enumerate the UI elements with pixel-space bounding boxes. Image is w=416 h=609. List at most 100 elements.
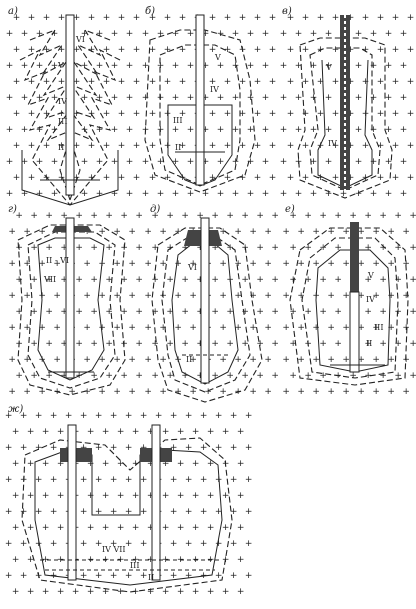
plus-mark: + bbox=[23, 387, 31, 397]
plus-mark: + bbox=[68, 387, 76, 397]
plus-mark: + bbox=[23, 291, 31, 301]
plus-mark: + bbox=[234, 291, 242, 301]
plus-mark: + bbox=[289, 275, 297, 285]
plus-mark: + bbox=[409, 243, 416, 253]
plus-mark: + bbox=[179, 109, 187, 119]
plus-mark: + bbox=[342, 291, 350, 301]
plus-mark: + bbox=[355, 157, 363, 167]
plus-mark: + bbox=[387, 387, 395, 397]
plus-mark: + bbox=[133, 77, 141, 87]
plus-mark: + bbox=[5, 571, 13, 581]
panel-g: г) II - VI VII bbox=[8, 204, 126, 396]
plus-mark: + bbox=[111, 29, 119, 39]
plus-mark: + bbox=[164, 173, 172, 183]
plus-mark: + bbox=[45, 211, 53, 221]
plus-mark: + bbox=[110, 507, 118, 517]
plus-mark: + bbox=[58, 77, 66, 87]
plus-mark: + bbox=[140, 571, 148, 581]
plus-mark: + bbox=[269, 13, 277, 23]
plus-mark: + bbox=[95, 443, 103, 453]
plus-mark: + bbox=[289, 307, 297, 317]
plus-mark: + bbox=[60, 339, 68, 349]
injection-pipe bbox=[349, 291, 360, 373]
plus-mark: + bbox=[297, 387, 305, 397]
plus-mark: + bbox=[280, 29, 288, 39]
plus-mark: + bbox=[387, 259, 395, 269]
plus-mark: + bbox=[6, 93, 14, 103]
plus-mark: + bbox=[142, 93, 150, 103]
plus-mark: + bbox=[362, 45, 370, 55]
plus-mark: + bbox=[287, 109, 295, 119]
plus-mark: + bbox=[57, 587, 65, 597]
zone-label: VI bbox=[75, 35, 85, 44]
plus-mark: + bbox=[222, 427, 230, 437]
plus-mark: + bbox=[177, 459, 185, 469]
plus-mark: + bbox=[174, 387, 182, 397]
plus-mark: + bbox=[132, 459, 140, 469]
plus-mark: + bbox=[90, 371, 98, 381]
plus-mark: + bbox=[394, 243, 402, 253]
plus-mark: + bbox=[310, 189, 318, 199]
plus-mark: + bbox=[105, 243, 113, 253]
plus-mark: + bbox=[189, 323, 197, 333]
plus-mark: + bbox=[30, 211, 38, 221]
plus-mark: + bbox=[151, 307, 159, 317]
plus-mark: + bbox=[135, 211, 143, 221]
plus-mark: + bbox=[177, 587, 185, 597]
plus-mark: + bbox=[87, 427, 95, 437]
plus-mark: + bbox=[179, 13, 187, 23]
plus-mark: + bbox=[166, 211, 174, 221]
plus-mark: + bbox=[249, 259, 257, 269]
plus-mark: + bbox=[144, 387, 152, 397]
plus-mark: + bbox=[149, 109, 157, 119]
plus-mark: + bbox=[357, 323, 365, 333]
plus-mark: + bbox=[36, 61, 44, 71]
plus-mark: + bbox=[157, 189, 165, 199]
plus-mark: + bbox=[222, 523, 230, 533]
plus-mark: + bbox=[342, 323, 350, 333]
plus-mark: + bbox=[95, 539, 103, 549]
plus-mark: + bbox=[147, 459, 155, 469]
plus-mark: + bbox=[385, 93, 393, 103]
plus-mark: + bbox=[312, 355, 320, 365]
plus-mark: + bbox=[200, 507, 208, 517]
plus-mark: + bbox=[13, 77, 21, 87]
plus-mark: + bbox=[43, 45, 51, 55]
plus-mark: + bbox=[377, 45, 385, 55]
plus-mark: + bbox=[27, 587, 35, 597]
plus-mark: + bbox=[50, 411, 58, 421]
plus-mark: + bbox=[230, 539, 238, 549]
plus-mark: + bbox=[289, 339, 297, 349]
plus-mark: + bbox=[170, 507, 178, 517]
plus-mark: + bbox=[117, 427, 125, 437]
plus-mark: + bbox=[327, 227, 335, 237]
plus-mark: + bbox=[43, 141, 51, 151]
plus-mark: + bbox=[264, 323, 272, 333]
plus-mark: + bbox=[264, 259, 272, 269]
plus-mark: + bbox=[245, 507, 253, 517]
plus-mark: + bbox=[23, 227, 31, 237]
plus-mark: + bbox=[239, 13, 247, 23]
plus-mark: + bbox=[120, 307, 128, 317]
plus-mark: + bbox=[269, 173, 277, 183]
plus-mark: + bbox=[45, 371, 53, 381]
plus-mark: + bbox=[347, 109, 355, 119]
plus-mark: + bbox=[60, 371, 68, 381]
plus-mark: + bbox=[27, 555, 35, 565]
plus-mark: + bbox=[262, 93, 270, 103]
plus-mark: + bbox=[5, 443, 13, 453]
plus-mark: + bbox=[200, 443, 208, 453]
panel-label-zh: ж) bbox=[8, 404, 23, 415]
plus-mark: + bbox=[400, 157, 408, 167]
plus-mark: + bbox=[75, 275, 83, 285]
plus-mark: + bbox=[317, 109, 325, 119]
plus-mark: + bbox=[407, 173, 415, 183]
plus-mark: + bbox=[21, 125, 29, 135]
plus-mark: + bbox=[96, 29, 104, 39]
plus-mark: + bbox=[256, 211, 264, 221]
plus-mark: + bbox=[310, 157, 318, 167]
plus-mark: + bbox=[96, 125, 104, 135]
plus-mark: + bbox=[125, 475, 133, 485]
plus-mark: + bbox=[349, 211, 357, 221]
plus-mark: + bbox=[73, 173, 81, 183]
